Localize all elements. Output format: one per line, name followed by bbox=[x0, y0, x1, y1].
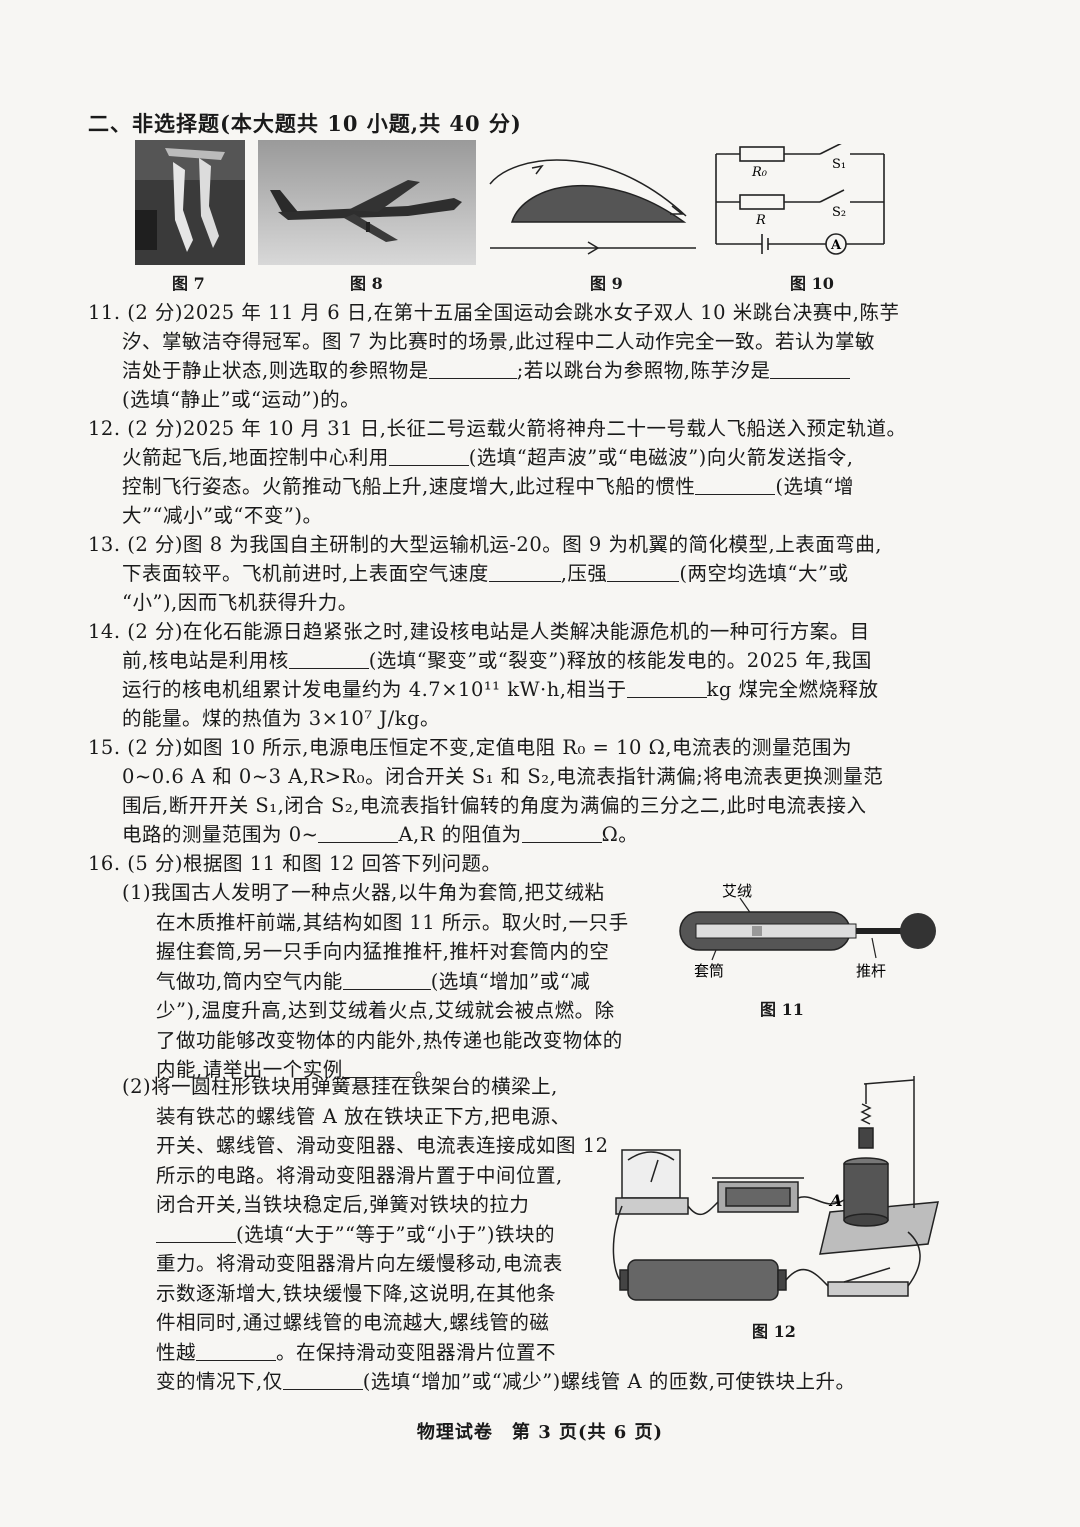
fig10-caption: 图 10 bbox=[790, 274, 834, 293]
question-14: 14. (2 分)在化石能源日趋紧张之时,建设核电站是人类解决能源危机的一种可行… bbox=[88, 617, 948, 733]
question-13: 13. (2 分)图 8 为我国自主研制的大型运输机运-20。图 9 为机翼的简… bbox=[88, 530, 948, 617]
fig10-label-ammeter: A bbox=[830, 238, 842, 253]
q16-p2-line: 闭合开关,当铁块稳定后,弹簧对铁块的拉力 bbox=[156, 1193, 530, 1216]
fig11-label-ai: 艾绒 bbox=[722, 882, 752, 900]
q16-p2-line: 件相同时,通过螺线管的电流越大,螺线管的磁 bbox=[156, 1311, 550, 1334]
fig11-caption: 图 11 bbox=[760, 1000, 804, 1019]
q16-p2-line: 所示的电路。将滑动变阻器滑片置于中间位置, bbox=[156, 1163, 563, 1187]
q13-line: “小”),因而飞机获得升力。 bbox=[122, 591, 358, 614]
fig12-electromagnet-apparatus: A bbox=[612, 1076, 939, 1301]
q16-p1-line: 内能,请举出一个实例。 bbox=[156, 1057, 435, 1081]
fig10-label-r0: R₀ bbox=[751, 165, 768, 180]
q11-line: 汐、掌敏洁夺得冠军。图 7 为比赛时的场景,此过程中二人动作完全一致。若认为掌敏 bbox=[122, 330, 876, 353]
question-16: 16. (5 分)根据图 11 和图 12 回答下列问题。 bbox=[88, 849, 948, 878]
fig8-caption: 图 8 bbox=[350, 274, 383, 293]
answer-blank[interactable] bbox=[342, 969, 431, 990]
q12-line: 12. (2 分)2025 年 10 月 31 日,长征二号运载火箭将神舟二十一… bbox=[88, 417, 907, 440]
q16-p2-line: (2)将一圆柱形铁块用弹簧悬挂在铁架台的横梁上, bbox=[122, 1075, 558, 1098]
fig12-label-a: A bbox=[828, 1191, 842, 1210]
fig11-label-rod: 推杆 bbox=[856, 962, 886, 980]
q16-p2-line: 装有铁芯的螺线管 A 放在铁块正下方,把电源、 bbox=[156, 1104, 571, 1128]
q16-p2-line: 变的情况下,仅(选填“增加”或“减少”)螺线管 A 的匝数,可使铁块上升。 bbox=[156, 1369, 856, 1393]
section-title: 二、非选择题(本大题共 10 小题,共 40 分) bbox=[88, 111, 522, 136]
q16-p1-line: 了做功能够改变物体的内能外,热传递也能改变物体的 bbox=[156, 1028, 623, 1052]
q16-p2-line: 示数逐渐增大,铁块缓慢下降,这说明,在其他条 bbox=[156, 1281, 557, 1305]
q11-line: 洁处于静止状态,则选取的参照物是;若以跳台为参照物,陈芋汐是 bbox=[88, 356, 948, 385]
answer-blank[interactable] bbox=[318, 822, 399, 843]
figure-row: 图 7 图 8 图 9 bbox=[0, 140, 1080, 293]
q11-line: 11. (2 分)2025 年 11 月 6 日,在第十五届全国运动会跳水女子双… bbox=[88, 301, 900, 324]
q15-line: 0~0.6 A 和 0~3 A,R>R₀。闭合开关 S₁ 和 S₂,电流表指针满… bbox=[122, 765, 884, 788]
answer-blank[interactable] bbox=[388, 445, 469, 466]
q16-p2-line: 开关、螺线管、滑动变阻器、电流表连接成如图 12 bbox=[156, 1134, 609, 1157]
answer-blank[interactable] bbox=[428, 358, 517, 379]
answer-blank[interactable] bbox=[282, 1369, 363, 1390]
fig10-label-s2: S₂ bbox=[832, 205, 846, 220]
question-11: 11. (2 分)2025 年 11 月 6 日,在第十五届全国运动会跳水女子双… bbox=[88, 298, 948, 414]
question-15: 15. (2 分)如图 10 所示,电源电压恒定不变,定值电阻 R₀ = 10 … bbox=[88, 733, 948, 849]
q13-line: 13. (2 分)图 8 为我国自主研制的大型运输机运-20。图 9 为机翼的简… bbox=[88, 533, 882, 556]
answer-blank[interactable] bbox=[770, 358, 851, 379]
q15-line: 围后,断开开关 S₁,闭合 S₂,电流表指针偏转的角度为满偏的三分之二,此时电流… bbox=[122, 794, 867, 817]
q16-p2-line: (选填“大于”“等于”或“小于”)铁块的 bbox=[122, 1220, 855, 1250]
q16-p2-line: 重力。将滑动变阻器滑片向左缓慢移动,电流表 bbox=[156, 1252, 563, 1275]
q14-line: 的能量。煤的热值为 3×10⁷ J/kg。 bbox=[122, 707, 440, 730]
q16-line: 16. (5 分)根据图 11 和图 12 回答下列问题。 bbox=[88, 852, 502, 875]
answer-blank[interactable] bbox=[342, 1057, 415, 1078]
fig10-label-r: R bbox=[755, 213, 766, 228]
fig10-label-s1: S₁ bbox=[832, 157, 846, 172]
q16-p1-line: 在木质推杆前端,其结构如图 11 所示。取火时,一只手 bbox=[156, 910, 629, 934]
q12-line: 火箭起飞后,地面控制中心利用(选填“超声波”或“电磁波”)向火箭发送指令, bbox=[122, 445, 854, 469]
answer-blank[interactable] bbox=[488, 561, 561, 582]
fig10-circuit: R₀ S₁ R S₂ A bbox=[715, 144, 885, 255]
answer-blank[interactable] bbox=[607, 561, 680, 582]
q16-p1-line: 握住套筒,另一只手向内猛推推杆,推杆对套筒内的空 bbox=[156, 940, 610, 963]
q12-line: 大”“减小”或“不变”)。 bbox=[122, 504, 323, 527]
q16-part2: (2)将一圆柱形铁块用弹簧悬挂在铁架台的横梁上, 装有铁芯的螺线管 A 放在铁块… bbox=[122, 1072, 855, 1397]
fig7-diving-photo bbox=[135, 140, 245, 265]
q12-line: 控制飞行姿态。火箭推动飞船上升,速度增大,此过程中飞船的惯性(选填“增 bbox=[122, 474, 854, 498]
answer-blank[interactable] bbox=[288, 648, 369, 669]
fig12-caption: 图 12 bbox=[752, 1322, 796, 1341]
q16-p1-line: (1)我国古人发明了一种点火器,以牛角为套筒,把艾绒粘 bbox=[122, 881, 605, 904]
fig11-fire-piston: 艾绒 套筒 推杆 bbox=[679, 882, 936, 980]
answer-blank[interactable] bbox=[626, 677, 707, 698]
q13-line: 下表面较平。飞机前进时,上表面空气速度,压强(两空均选填“大”或 bbox=[122, 561, 849, 585]
q16-p1-line: 气做功,筒内空气内能(选填“增加”或“减 bbox=[156, 969, 591, 993]
q16-p2-line: 性越。在保持滑动变阻器滑片位置不 bbox=[156, 1340, 557, 1364]
answer-blank[interactable] bbox=[695, 474, 776, 495]
fig9-caption: 图 9 bbox=[590, 274, 623, 293]
fig9-wing-model bbox=[489, 159, 696, 255]
fig7-caption: 图 7 bbox=[172, 274, 205, 293]
question-12: 12. (2 分)2025 年 10 月 31 日,长征二号运载火箭将神舟二十一… bbox=[88, 414, 948, 530]
answer-blank[interactable] bbox=[196, 1340, 277, 1361]
q11-line: (选填“静止”或“运动”)的。 bbox=[122, 388, 361, 411]
q14-line: 14. (2 分)在化石能源日趋紧张之时,建设核电站是人类解决能源危机的一种可行… bbox=[88, 620, 870, 643]
answer-blank[interactable] bbox=[521, 822, 602, 843]
fig11-label-tube: 套筒 bbox=[694, 962, 724, 980]
answer-blank[interactable] bbox=[156, 1222, 236, 1243]
q16-part1: (1)我国古人发明了一种点火器,以牛角为套筒,把艾绒粘 在木质推杆前端,其结构如… bbox=[122, 878, 629, 1085]
page-footer: 物理试卷 第 3 页(共 6 页) bbox=[416, 1422, 664, 1443]
fig8-airplane-photo bbox=[258, 140, 476, 265]
q14-line: 前,核电站是利用核(选填“聚变”或“裂变”)释放的核能发电的。2025 年,我国 bbox=[122, 648, 872, 672]
q15-line: 15. (2 分)如图 10 所示,电源电压恒定不变,定值电阻 R₀ = 10 … bbox=[88, 736, 852, 759]
q16-p1-line: 少”),温度升高,达到艾绒着火点,艾绒就会被点燃。除 bbox=[156, 999, 615, 1022]
